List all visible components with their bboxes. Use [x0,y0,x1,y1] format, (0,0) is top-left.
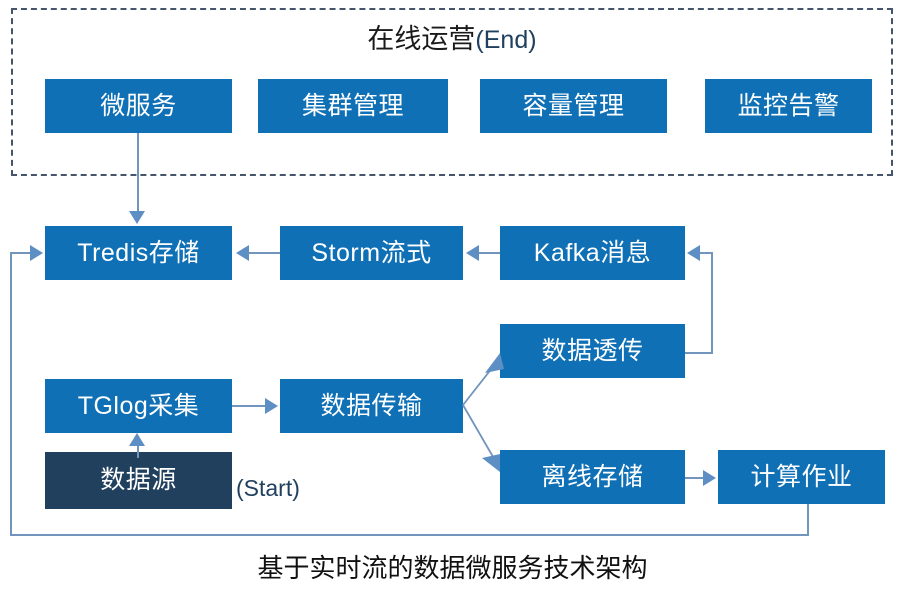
node-tredis-storage[interactable]: Tredis存储 [45,226,232,280]
node-data-passthrough[interactable]: 数据透传 [500,324,685,378]
edge-datasource-to-tglog-arrowhead [129,433,145,446]
node-storm-stream-label: Storm流式 [311,238,432,267]
edge-compute-to-tredis-segment-left [10,534,809,536]
group-title-end-label: (End) [475,26,537,54]
node-cluster-management[interactable]: 集群管理 [258,79,448,133]
edge-transfer-to-passthrough-line [462,362,497,406]
edge-passthrough-to-kafka-arrowhead [687,245,700,261]
node-data-transfer-label: 数据传输 [320,391,423,420]
edge-storm-to-tredis-arrowhead [236,245,249,261]
edge-compute-to-tredis-segment-up [10,252,12,535]
node-tglog-collect-label: TGlog采集 [77,391,200,420]
edge-compute-to-tredis-arrowhead [30,245,43,261]
node-capacity-management-label: 容量管理 [522,91,625,120]
node-tredis-storage-label: Tredis存储 [77,238,200,267]
edge-transfer-to-offline-line [462,404,497,463]
edge-passthrough-to-kafka-segment-right [685,352,713,354]
edge-compute-to-tredis-segment-down [807,504,809,536]
edge-kafka-to-storm-arrowhead [466,245,479,261]
node-data-source[interactable]: 数据源 [45,452,232,509]
node-monitor-alert-label: 监控告警 [737,91,840,120]
diagram-caption: 基于实时流的数据微服务技术架构 [257,553,648,583]
node-offline-storage[interactable]: 离线存储 [500,450,685,504]
start-annotation: (Start) [236,475,300,501]
edge-datasource-to-tglog-line [137,445,139,458]
online-operations-group [11,8,893,176]
node-capacity-management[interactable]: 容量管理 [480,79,667,133]
node-kafka-message[interactable]: Kafka消息 [500,226,685,280]
edge-kafka-to-storm-line [478,252,500,254]
node-monitor-alert[interactable]: 监控告警 [705,79,872,133]
edge-microservice-to-tredis-arrowhead [129,211,145,224]
edge-passthrough-to-kafka-segment-up [711,252,713,353]
group-title-main: 在线运营 [367,24,476,54]
edge-offline-to-compute-arrowhead [703,470,716,486]
edge-tglog-to-transfer-arrowhead [265,398,278,414]
edge-storm-to-tredis-line [249,252,280,254]
online-operations-group-title: 在线运营(End) [11,22,893,57]
node-microservice[interactable]: 微服务 [45,79,232,133]
node-compute-job[interactable]: 计算作业 [718,450,885,504]
node-cluster-management-label: 集群管理 [301,91,404,120]
node-offline-storage-label: 离线存储 [541,462,644,491]
edge-transfer-to-offline-arrowhead [482,454,500,472]
edge-offline-to-compute-line [685,477,707,479]
node-kafka-message-label: Kafka消息 [533,238,652,267]
edge-tglog-to-transfer-line [232,405,267,407]
edge-microservice-to-tredis-line [137,133,139,213]
node-data-transfer[interactable]: 数据传输 [280,379,463,433]
node-data-source-label: 数据源 [100,466,177,494]
node-microservice-label: 微服务 [100,91,177,120]
node-data-passthrough-label: 数据透传 [541,336,644,365]
edge-compute-to-tredis-segment-in [10,252,32,254]
node-tglog-collect[interactable]: TGlog采集 [45,379,232,433]
node-compute-job-label: 计算作业 [750,462,853,491]
edge-passthrough-to-kafka-segment-left [700,252,713,254]
node-storm-stream[interactable]: Storm流式 [280,226,463,280]
